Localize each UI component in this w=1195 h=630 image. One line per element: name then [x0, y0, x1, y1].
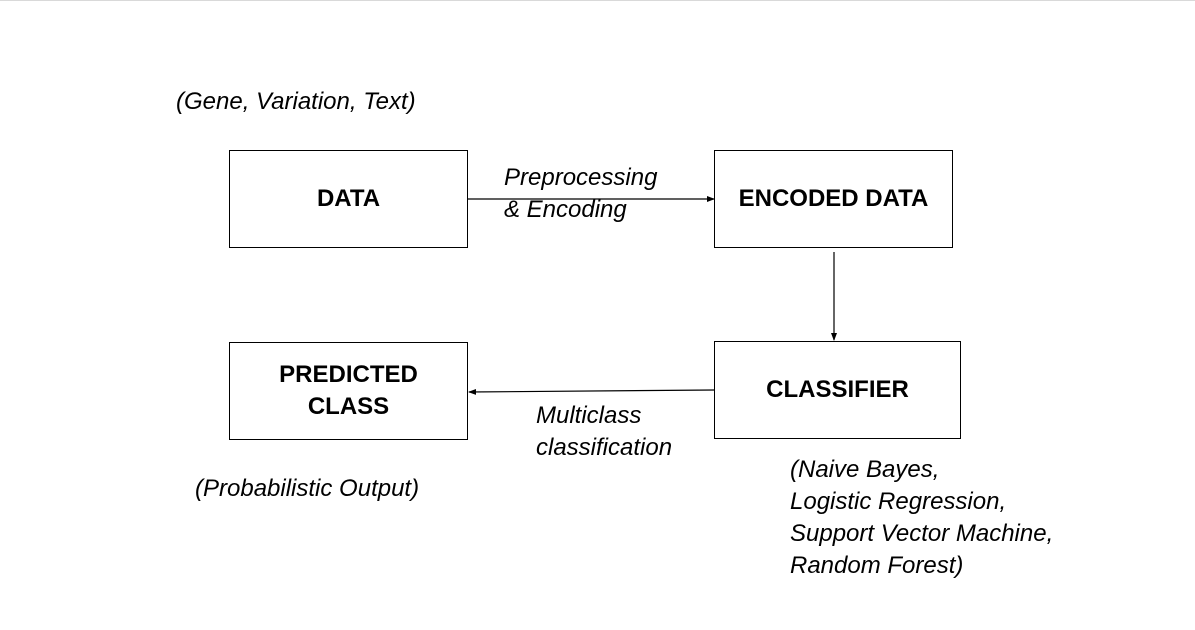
- classifier-node-label: CLASSIFIER: [766, 376, 909, 403]
- data-inputs-note: (Gene, Variation, Text): [176, 88, 416, 115]
- preprocessing-edge-label: Preprocessing & Encoding: [504, 162, 657, 226]
- classifier-node: CLASSIFIER: [714, 341, 961, 439]
- predicted-class-label-line-2: CLASS: [307, 393, 390, 420]
- encoded-data-node-label: ENCODED DATA: [738, 185, 929, 212]
- classification-edge-label: Multiclass classification: [536, 400, 672, 464]
- output-note: (Probabilistic Output): [195, 475, 420, 502]
- predicted-class-node: PREDICTED CLASS: [229, 342, 468, 440]
- classifier-model-line-1: (Naive Bayes,: [790, 456, 940, 483]
- classification-edge-label-line-1: Multiclass: [536, 402, 642, 429]
- classifier-model-line-2: Logistic Regression,: [790, 488, 1007, 515]
- predicted-class-label-line-1: PREDICTED: [279, 361, 418, 388]
- arrow-classifier-to-predicted: [468, 388, 715, 395]
- top-divider: [0, 0, 1195, 1]
- data-node: DATA: [229, 150, 468, 248]
- classifier-models-note: (Naive Bayes, Logistic Regression, Suppo…: [790, 454, 1053, 582]
- data-node-label: DATA: [316, 185, 381, 212]
- preprocessing-edge-label-line-2: & Encoding: [504, 196, 627, 223]
- preprocessing-edge-label-line-1: Preprocessing: [504, 164, 658, 191]
- classifier-model-line-4: Random Forest): [790, 552, 964, 579]
- classification-edge-label-line-2: classification: [536, 434, 673, 461]
- encoded-data-node: ENCODED DATA: [714, 150, 953, 248]
- classifier-model-line-3: Support Vector Machine,: [790, 520, 1054, 547]
